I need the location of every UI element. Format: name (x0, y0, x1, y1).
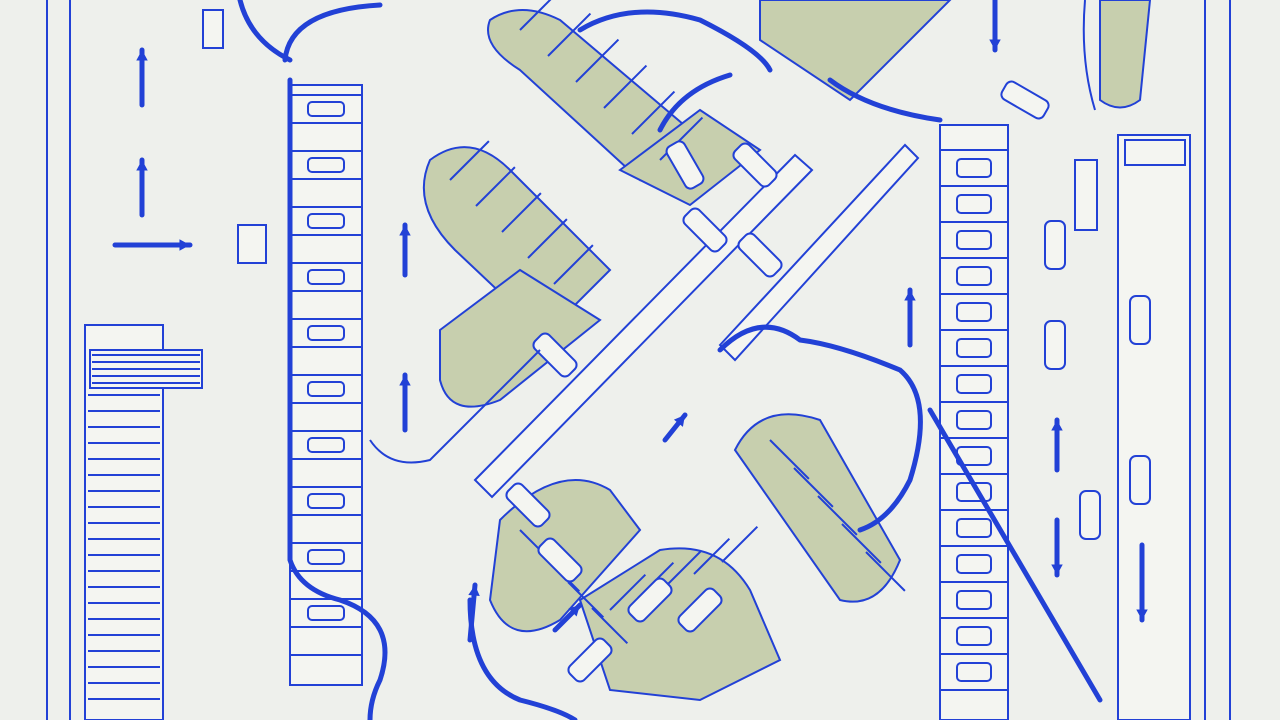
right-parking-row (939, 124, 1009, 720)
arrow-head (1136, 609, 1148, 620)
arrow-head (179, 239, 190, 251)
arrow-head (399, 225, 411, 236)
stall-stripe (793, 467, 834, 508)
border-frame (46, 0, 1231, 720)
car-icon (532, 332, 578, 378)
direction-arrows (112, 0, 1148, 643)
stall-stripe (553, 244, 594, 285)
car-icon (1000, 80, 1050, 120)
stall-stripe (519, 0, 552, 31)
car-icon (627, 577, 673, 623)
car-icon (1079, 490, 1101, 540)
car-icon (567, 637, 613, 683)
parked-cars (505, 80, 1151, 683)
car-icon (307, 437, 345, 453)
car-icon (956, 158, 992, 178)
diagonal-median (473, 143, 920, 499)
car-icon (677, 587, 723, 633)
arrow-head (1051, 564, 1063, 575)
arrow-head (568, 605, 580, 617)
car-icon (307, 157, 345, 173)
stall-stripe (527, 218, 568, 259)
stall-stripe (591, 607, 629, 645)
stall-stripe (547, 12, 592, 57)
right-building (1117, 134, 1191, 720)
stall-stripe (841, 523, 882, 564)
car-icon (1044, 220, 1066, 270)
stall-stripe (769, 439, 810, 480)
car-icon (956, 626, 992, 646)
arrow-head (904, 290, 916, 301)
stall-stripe (865, 551, 906, 592)
car-icon (732, 142, 778, 188)
stall-stripe (449, 140, 490, 181)
stall-stripe (693, 537, 731, 575)
arrow-head (673, 415, 685, 427)
car-icon (1129, 455, 1151, 505)
car-icon (956, 194, 992, 214)
car-icon (307, 325, 345, 341)
left-parking-row (289, 84, 363, 686)
car-icon (956, 374, 992, 394)
car-icon (956, 230, 992, 250)
car-icon (307, 381, 345, 397)
stall-stripe (609, 573, 647, 611)
car-icon (737, 232, 783, 278)
car-icon (537, 537, 583, 583)
left-building-stairs (84, 324, 203, 720)
arrow-head (136, 160, 148, 171)
car-icon (956, 266, 992, 286)
road-curves (237, 0, 1103, 720)
diagonal-islands (422, 0, 1152, 702)
car-icon (505, 482, 551, 528)
car-icon (956, 338, 992, 358)
car-icon (956, 302, 992, 322)
car-icon (307, 605, 345, 621)
stall-stripe (475, 166, 516, 207)
car-icon (956, 590, 992, 610)
car-icon (682, 207, 728, 253)
arrow-head (136, 50, 148, 61)
arrow-head (468, 585, 480, 597)
car-icon (307, 493, 345, 509)
stall-stripe (575, 38, 620, 83)
car-icon (307, 101, 345, 117)
car-icon (956, 662, 992, 682)
car-icon (307, 549, 345, 565)
arrow-head (1051, 420, 1063, 431)
car-icon (307, 269, 345, 285)
car-icon (956, 410, 992, 430)
car-icon (1044, 320, 1066, 370)
stall-stripe (631, 90, 676, 135)
site-markers (202, 9, 1098, 264)
car-icon (1129, 295, 1151, 345)
stall-stripe (603, 64, 648, 109)
car-icon (956, 554, 992, 574)
car-icon (665, 140, 705, 190)
stall-stripe (501, 192, 542, 233)
stall-stripe (721, 525, 759, 563)
car-icon (956, 518, 992, 538)
stall-stripe (817, 495, 858, 536)
arrow-head (989, 39, 1001, 50)
stall-stripe (567, 581, 605, 619)
stall-stripe (665, 549, 703, 587)
arrow-head (399, 375, 411, 386)
car-icon (307, 213, 345, 229)
